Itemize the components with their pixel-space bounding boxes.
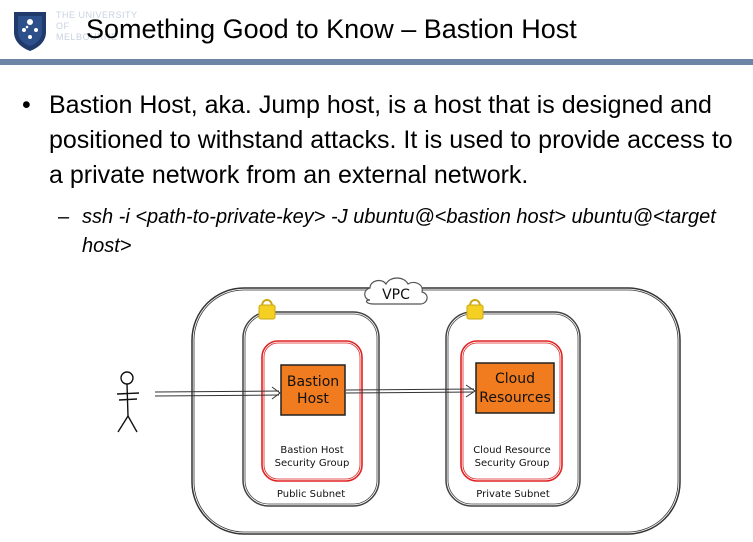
cloud-resources-label-line2: Resources bbox=[479, 390, 551, 406]
lock-icon bbox=[258, 299, 276, 320]
lock-icon bbox=[466, 299, 484, 320]
bastion-host-label-line1: Bastion bbox=[287, 374, 339, 390]
arrow-user-to-bastion bbox=[154, 386, 281, 400]
public-subnet-label: Public Subnet bbox=[277, 489, 345, 500]
bastion-host-label-line2: Host bbox=[297, 391, 329, 407]
cloud-sg-label-line2: Security Group bbox=[475, 458, 550, 469]
university-crest-icon bbox=[14, 12, 46, 51]
bullet-text: Bastion Host, aka. Jump host, is a host … bbox=[49, 91, 733, 189]
public-subnet-box bbox=[242, 311, 380, 507]
cloud-security-group bbox=[460, 340, 563, 482]
cloud-resources-label-line1: Cloud bbox=[495, 371, 535, 387]
private-subnet-box bbox=[445, 311, 581, 507]
slide-title: Something Good to Know – Bastion Host bbox=[86, 14, 577, 44]
university-name: THE UNIVERSITY OF MELBOURNE bbox=[56, 10, 138, 42]
bastion-security-group bbox=[261, 340, 363, 482]
sub-bullet-marker: – bbox=[58, 206, 70, 228]
bullet-marker: • bbox=[22, 91, 31, 119]
vpc-boundary bbox=[191, 287, 681, 535]
arrow-bastion-to-cloud bbox=[345, 384, 476, 398]
bastion-sg-label-line1: Bastion Host bbox=[280, 445, 343, 456]
slide-header: THE UNIVERSITY OF MELBOURNE Something Go… bbox=[0, 0, 753, 65]
ssh-command-text: ssh -i <path-to-private-key> -J ubuntu@<… bbox=[82, 206, 716, 257]
person-icon bbox=[116, 371, 140, 433]
cloud-icon bbox=[364, 277, 428, 305]
private-subnet-label: Private Subnet bbox=[476, 489, 550, 500]
bastion-host-box bbox=[280, 364, 346, 416]
bastion-host-diagram: VPC Public Subnet Private Subnet Bastion… bbox=[116, 277, 681, 535]
bastion-sg-label-line2: Security Group bbox=[275, 458, 350, 469]
cloud-resources-box bbox=[475, 362, 555, 414]
vpc-label: VPC bbox=[382, 287, 410, 303]
header-divider bbox=[0, 59, 753, 65]
cloud-sg-label-line1: Cloud Resource bbox=[473, 445, 551, 456]
